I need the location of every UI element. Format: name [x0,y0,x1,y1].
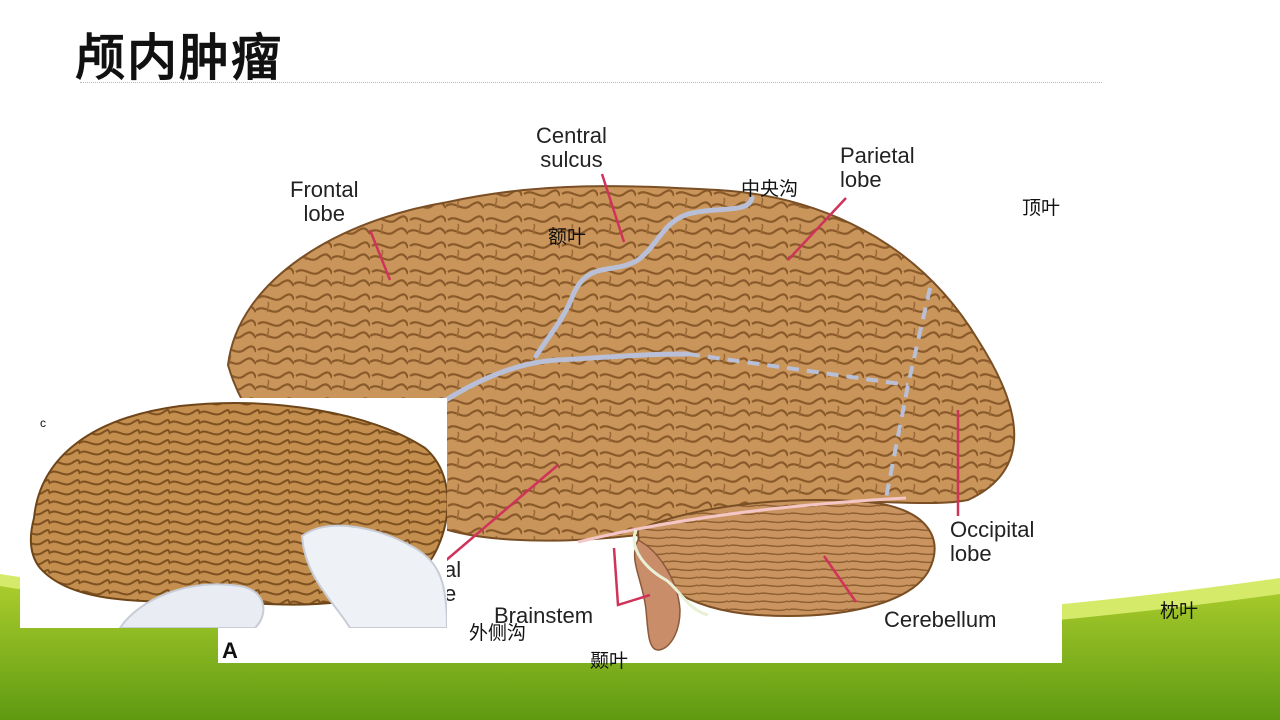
pointer-central-sulcus [600,173,626,243]
inset-letter: c [40,416,46,430]
label-central-sulcus: Central sulcus [536,123,607,172]
brain-photo-inset: c [20,398,447,628]
lateral-sulcus-line [443,351,691,403]
annotation-lateral-sulcus-cn: 外侧沟 [469,622,527,644]
annotation-occipital-cn: 枕叶 [1160,600,1199,622]
label-cerebellum: Cerebellum [884,607,997,632]
inset-glove-thumb [300,524,447,628]
annotation-frontal-cn: 额叶 [548,226,587,248]
brainstem-outline [632,529,709,617]
pointer-temporal-lobe [443,464,559,563]
pointer-frontal-lobe [368,229,392,281]
annotation-central-sulcus-cn: 中央沟 [741,178,799,200]
brainstem-shape [633,538,681,651]
label-occipital-lobe: Occipital lobe [950,517,1035,566]
label-temporal-lobe-partial: al e [444,557,462,606]
panel-letter: A [222,638,238,663]
slide-title: 颅内肿瘤 [75,29,283,87]
tentorium-line [577,496,907,544]
annotation-temporal-cn: 颞叶 [590,650,629,672]
cerebellum-shape [636,499,936,617]
central-sulcus-line [533,195,755,359]
title-divider [80,82,1102,83]
pointer-brainstem [612,547,651,607]
parieto-temporal-border [687,352,909,387]
inset-glove-fingers [118,583,265,628]
label-parietal-lobe: Parietal lobe [840,143,915,192]
brain-photo [29,402,447,628]
pointer-cerebellum [822,555,858,603]
pointer-parietal-lobe [787,197,847,261]
annotation-parietal-cn: 顶叶 [1022,197,1061,219]
label-brainstem: Brainstem [494,603,594,628]
label-frontal-lobe: Frontal lobe [290,177,359,226]
